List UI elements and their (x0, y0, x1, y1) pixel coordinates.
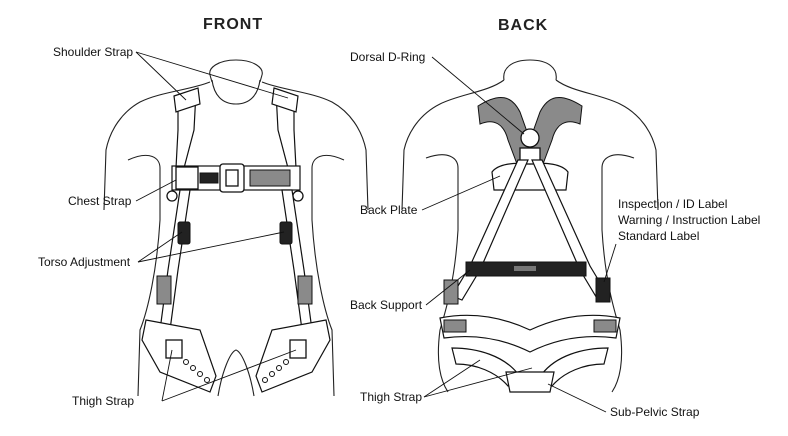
back-right-thigh-stow (593, 319, 617, 333)
back-support-logo (514, 266, 536, 271)
back-waist-band (439, 314, 621, 353)
front-left-torso-strap (159, 189, 191, 331)
label-standard: Standard Label (618, 229, 699, 243)
label-inspection-id: Inspection / ID Label (618, 197, 727, 211)
front-right-shoulder-pad (271, 87, 299, 113)
back-webbing-stow (443, 279, 459, 305)
front-right-torso-adjuster (279, 221, 293, 245)
leader-lines (135, 51, 617, 413)
back-left-thigh-stow (443, 319, 467, 333)
chest-strap-keeper (199, 172, 219, 184)
label-chest-strap: Chest Strap (68, 194, 132, 208)
chest-strap-stow (249, 169, 291, 187)
front-torso-outline (103, 59, 369, 397)
back-left-strap (451, 159, 529, 301)
back-shoulder-yoke (477, 97, 583, 173)
front-left-webbing-stow (156, 275, 172, 305)
label-back-plate: Back Plate (360, 203, 418, 217)
chest-buckle-slot (225, 169, 239, 187)
front-title: FRONT (203, 16, 263, 33)
inspection-label-tag (595, 277, 611, 303)
front-right-thigh-buckle (289, 339, 307, 359)
back-plate (491, 162, 569, 191)
back-torso-outline (401, 59, 659, 393)
dorsal-d-ring (520, 128, 540, 148)
front-right-d-ring (292, 190, 304, 202)
back-harness (439, 97, 621, 393)
front-left-d-ring (166, 190, 178, 202)
back-title: BACK (498, 17, 548, 34)
sub-pelvic-strap (505, 371, 555, 393)
front-right-torso-strap (281, 189, 313, 331)
label-dorsal-d-ring: Dorsal D-Ring (350, 50, 425, 64)
label-thigh-strap-front: Thigh Strap (72, 394, 134, 408)
front-left-thigh-buckle (165, 339, 183, 359)
front-left-shoulder-pad (173, 87, 201, 113)
label-torso-adjustment: Torso Adjustment (38, 255, 131, 269)
label-warning-instruction: Warning / Instruction Label (618, 213, 760, 227)
label-thigh-strap-back: Thigh Strap (360, 390, 422, 404)
chest-buckle-left (175, 166, 199, 190)
label-shoulder-strap: Shoulder Strap (53, 45, 133, 59)
label-sub-pelvic-strap: Sub-Pelvic Strap (610, 405, 700, 419)
front-left-torso-adjuster (177, 221, 191, 245)
front-harness (141, 87, 331, 393)
front-right-webbing-stow (297, 275, 313, 305)
label-back-support: Back Support (350, 298, 423, 312)
